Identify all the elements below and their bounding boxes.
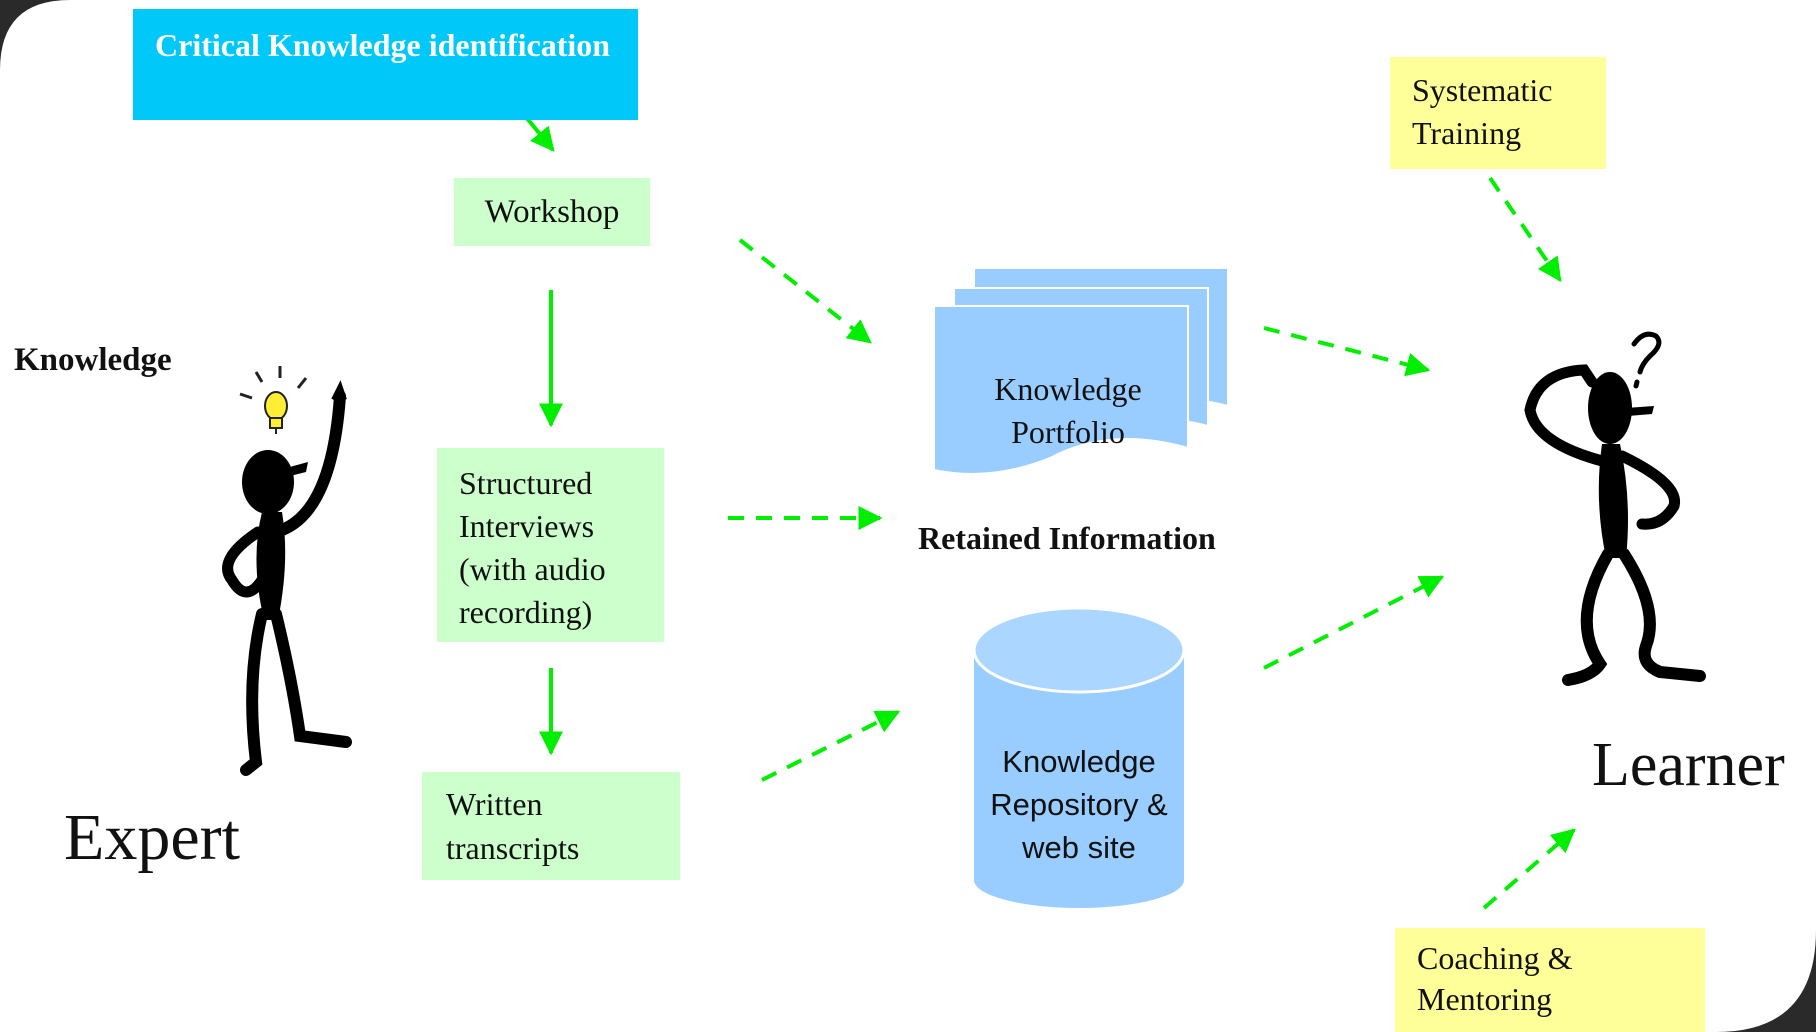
- question-mark-icon: [1631, 331, 1662, 389]
- coaching-mentoring-box: Coaching & Mentoring: [1395, 928, 1705, 1032]
- structured-interviews-box: Structured Interviews (with audio record…: [437, 448, 664, 642]
- written-transcripts-box: Written transcripts: [422, 772, 680, 880]
- written-transcripts-label: Written transcripts: [446, 786, 580, 866]
- structured-interviews-label: Structured Interviews (with audio record…: [459, 465, 606, 630]
- arrow-portfolio-to-learner: [1263, 326, 1431, 377]
- coaching-mentoring-label: Coaching & Mentoring: [1417, 940, 1573, 1017]
- learner-label: Learner: [1592, 731, 1785, 799]
- arrow-training-to-learner: [1488, 176, 1562, 282]
- knowledge-label: Knowledge: [14, 342, 172, 378]
- retained-information-label: Retained Information: [918, 520, 1216, 556]
- knowledge-repository-cylinder: [972, 606, 1186, 908]
- knowledge-repository-label: Knowledge Repository & web site: [990, 744, 1168, 865]
- workshop-label: Workshop: [484, 194, 620, 230]
- workshop-box: Workshop: [454, 178, 650, 246]
- lightbulb-icon: [239, 366, 308, 434]
- knowledge-portfolio-label: Knowledge Portfolio: [994, 371, 1142, 450]
- learner-figure: [1524, 331, 1706, 686]
- systematic-training-box: Systematic Training: [1390, 57, 1606, 169]
- systematic-training-label: Systematic Training: [1412, 72, 1553, 151]
- expert-figure: [222, 366, 352, 776]
- arrow-transcripts-to-repository: [761, 710, 901, 782]
- arrow-repository-to-learner: [1263, 575, 1445, 670]
- knowledge-portfolio-shape: [933, 267, 1229, 475]
- critical-knowledge-label: Critical Knowledge identification: [155, 27, 611, 63]
- arrow-coaching-to-learner: [1482, 828, 1576, 910]
- critical-knowledge-box: Critical Knowledge identification: [133, 9, 638, 120]
- expert-label: Expert: [64, 801, 240, 874]
